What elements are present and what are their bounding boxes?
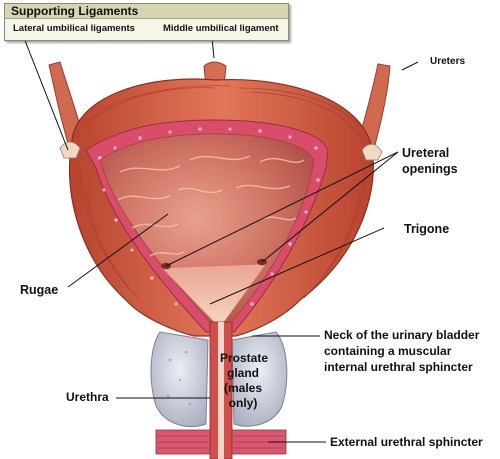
- leader-rugae: [67, 213, 169, 288]
- leader-lines: [23, 37, 419, 443]
- prostate-label-2: gland: [227, 366, 259, 380]
- neck-label-2: containing a muscular: [324, 344, 452, 358]
- ureteral-openings-label-1: Ureteral: [402, 146, 450, 160]
- leader-lateral-umbilical: [23, 37, 69, 151]
- urethra-label: Urethra: [66, 390, 109, 404]
- leader-ureteral-opening-left: [165, 151, 399, 267]
- external-sphincter-label: External urethral sphincter: [330, 435, 483, 449]
- prostate-texture: [166, 350, 192, 406]
- neck-label-3: internal urethral sphincter: [324, 360, 473, 374]
- wall-band-texture: [98, 127, 320, 306]
- middle-umbilical-label: Middle umbilical ligament: [163, 23, 279, 34]
- ureters-label: Ureters: [430, 56, 466, 67]
- bladder-mucosa: [99, 133, 315, 323]
- rugae-label: Rugae: [20, 283, 59, 297]
- supporting-ligaments-box: Supporting Ligaments Lateral umbilical l…: [4, 3, 289, 41]
- right-lateral-umbilical-ligament: [361, 143, 383, 161]
- neck-label-1: Neck of the urinary bladder: [324, 328, 480, 342]
- leader-ureters: [401, 61, 419, 71]
- ureteral-openings-label-2: openings: [402, 162, 458, 176]
- lateral-umbilical-label: Lateral umbilical ligaments: [13, 23, 135, 34]
- urethra-lumen: [218, 322, 224, 459]
- prostate-label-4: only): [228, 396, 258, 410]
- leader-ureteral-opening-right: [261, 151, 399, 263]
- sphincter-striations: [158, 435, 284, 449]
- rugae-folds: [117, 155, 305, 257]
- box-title: Supporting Ligaments: [5, 4, 288, 19]
- prostate-label-3: (males: [223, 381, 263, 395]
- left-lateral-umbilical-ligament: [59, 141, 81, 159]
- muscle-striations: [79, 85, 367, 299]
- prostate-right: [231, 331, 288, 427]
- prostate-label-1: Prostate: [220, 351, 269, 365]
- trigone-label: Trigone: [404, 222, 450, 236]
- leader-middle-umbilical: [211, 37, 215, 59]
- leader-trigone: [209, 227, 385, 305]
